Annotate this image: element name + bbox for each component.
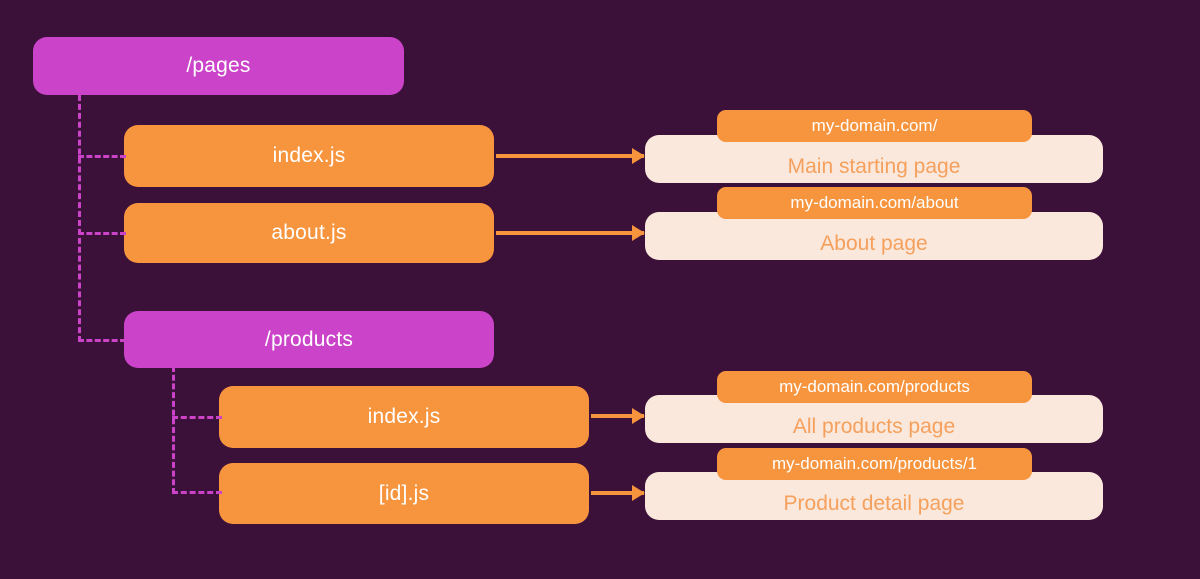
route-url-home-label: my-domain.com/ — [811, 116, 938, 135]
file-id-js-label: [id].js — [378, 481, 430, 505]
file-id-js[interactable]: [id].js — [219, 463, 589, 524]
route-description-home: Main starting page — [787, 155, 961, 178]
route-url-products[interactable]: my-domain.com/products — [717, 371, 1032, 403]
file-index-js-products-label: index.js — [367, 405, 441, 428]
branch-line-products — [78, 339, 126, 342]
file-index-js-root-label: index.js — [272, 144, 346, 167]
route-panel-about: About page — [645, 212, 1103, 260]
route-panel-products: All products page — [645, 395, 1103, 443]
route-url-products-label: my-domain.com/products — [779, 377, 970, 396]
branch-line-products-id — [172, 491, 222, 494]
directory-pages[interactable]: /pages — [33, 37, 404, 95]
route-url-product-detail-label: my-domain.com/products/1 — [771, 454, 978, 473]
route-panel-product-detail: Product detail page — [645, 472, 1103, 520]
branch-line-products-index — [172, 416, 222, 419]
route-description-product-detail: Product detail page — [783, 492, 965, 515]
route-url-home[interactable]: my-domain.com/ — [717, 110, 1032, 142]
arrow-about-to-about — [496, 231, 644, 235]
file-about-js[interactable]: about.js — [124, 203, 494, 263]
route-url-about[interactable]: my-domain.com/about — [717, 187, 1032, 219]
file-about-js-label: about.js — [271, 221, 347, 244]
directory-products-label: /products — [264, 327, 354, 351]
file-index-js-products[interactable]: index.js — [219, 386, 589, 448]
route-description-products: All products page — [792, 415, 956, 438]
arrow-index-to-home — [496, 154, 644, 158]
arrow-products-index-to-products — [591, 414, 644, 418]
directory-products[interactable]: /products — [124, 311, 494, 368]
file-index-js-root[interactable]: index.js — [124, 125, 494, 187]
directory-pages-label: /pages — [186, 54, 251, 77]
route-url-about-label: my-domain.com/about — [790, 193, 959, 212]
route-panel-home: Main starting page — [645, 135, 1103, 183]
route-description-about: About page — [820, 232, 928, 255]
arrow-id-to-detail — [591, 491, 644, 495]
branch-line-about — [78, 232, 126, 235]
trunk-line-products — [172, 366, 175, 494]
route-url-product-detail[interactable]: my-domain.com/products/1 — [717, 448, 1032, 480]
trunk-line-pages — [78, 95, 81, 342]
branch-line-index — [78, 155, 126, 158]
